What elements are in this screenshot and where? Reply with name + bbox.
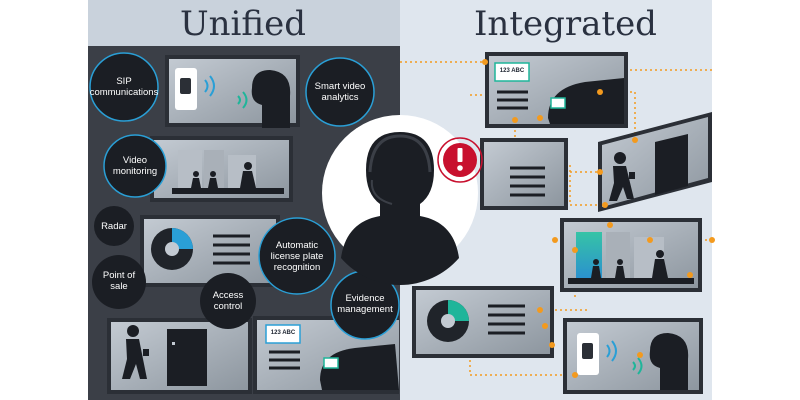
label-video-monitoring: Video monitoring — [112, 155, 158, 177]
label-access-control: Access control — [212, 290, 244, 312]
right-screen-plate — [485, 52, 628, 128]
left-screen-monitoring — [150, 136, 293, 202]
label-alpr: Automatic license plate recognition — [270, 239, 324, 273]
right-screen-list — [480, 138, 568, 210]
left-screen-intercom — [165, 55, 300, 128]
integrated-title: Integrated — [474, 4, 657, 44]
label-smart-video-analytics: Smart video analytics — [314, 81, 366, 103]
right-screen-intercom — [563, 318, 703, 394]
label-point-of-sale: Point of sale — [102, 270, 136, 292]
label-sip-communications: SIP communications — [89, 76, 159, 98]
door-icon — [655, 134, 688, 195]
right-screen-monitoring — [560, 218, 702, 292]
unified-title-band — [88, 0, 400, 46]
door-icon — [167, 329, 207, 386]
person-head-silhouette — [251, 70, 291, 128]
left-screen-access — [107, 318, 252, 394]
left-screen-dashboard — [140, 215, 280, 287]
label-evidence-management: Evidence management — [337, 293, 393, 315]
unified-title: Unified — [180, 4, 306, 44]
operator-icon — [322, 115, 478, 285]
car-icon — [548, 78, 624, 124]
plate-text-left: 123 ABC — [270, 330, 296, 336]
car-icon — [320, 344, 399, 390]
label-radar: Radar — [101, 220, 127, 232]
alert-icon — [437, 137, 483, 183]
right-screen-dashboard — [412, 286, 554, 358]
plate-text-right: 123 ABC — [499, 68, 525, 74]
feature-circles — [89, 52, 400, 340]
right-screen-access — [598, 112, 712, 212]
